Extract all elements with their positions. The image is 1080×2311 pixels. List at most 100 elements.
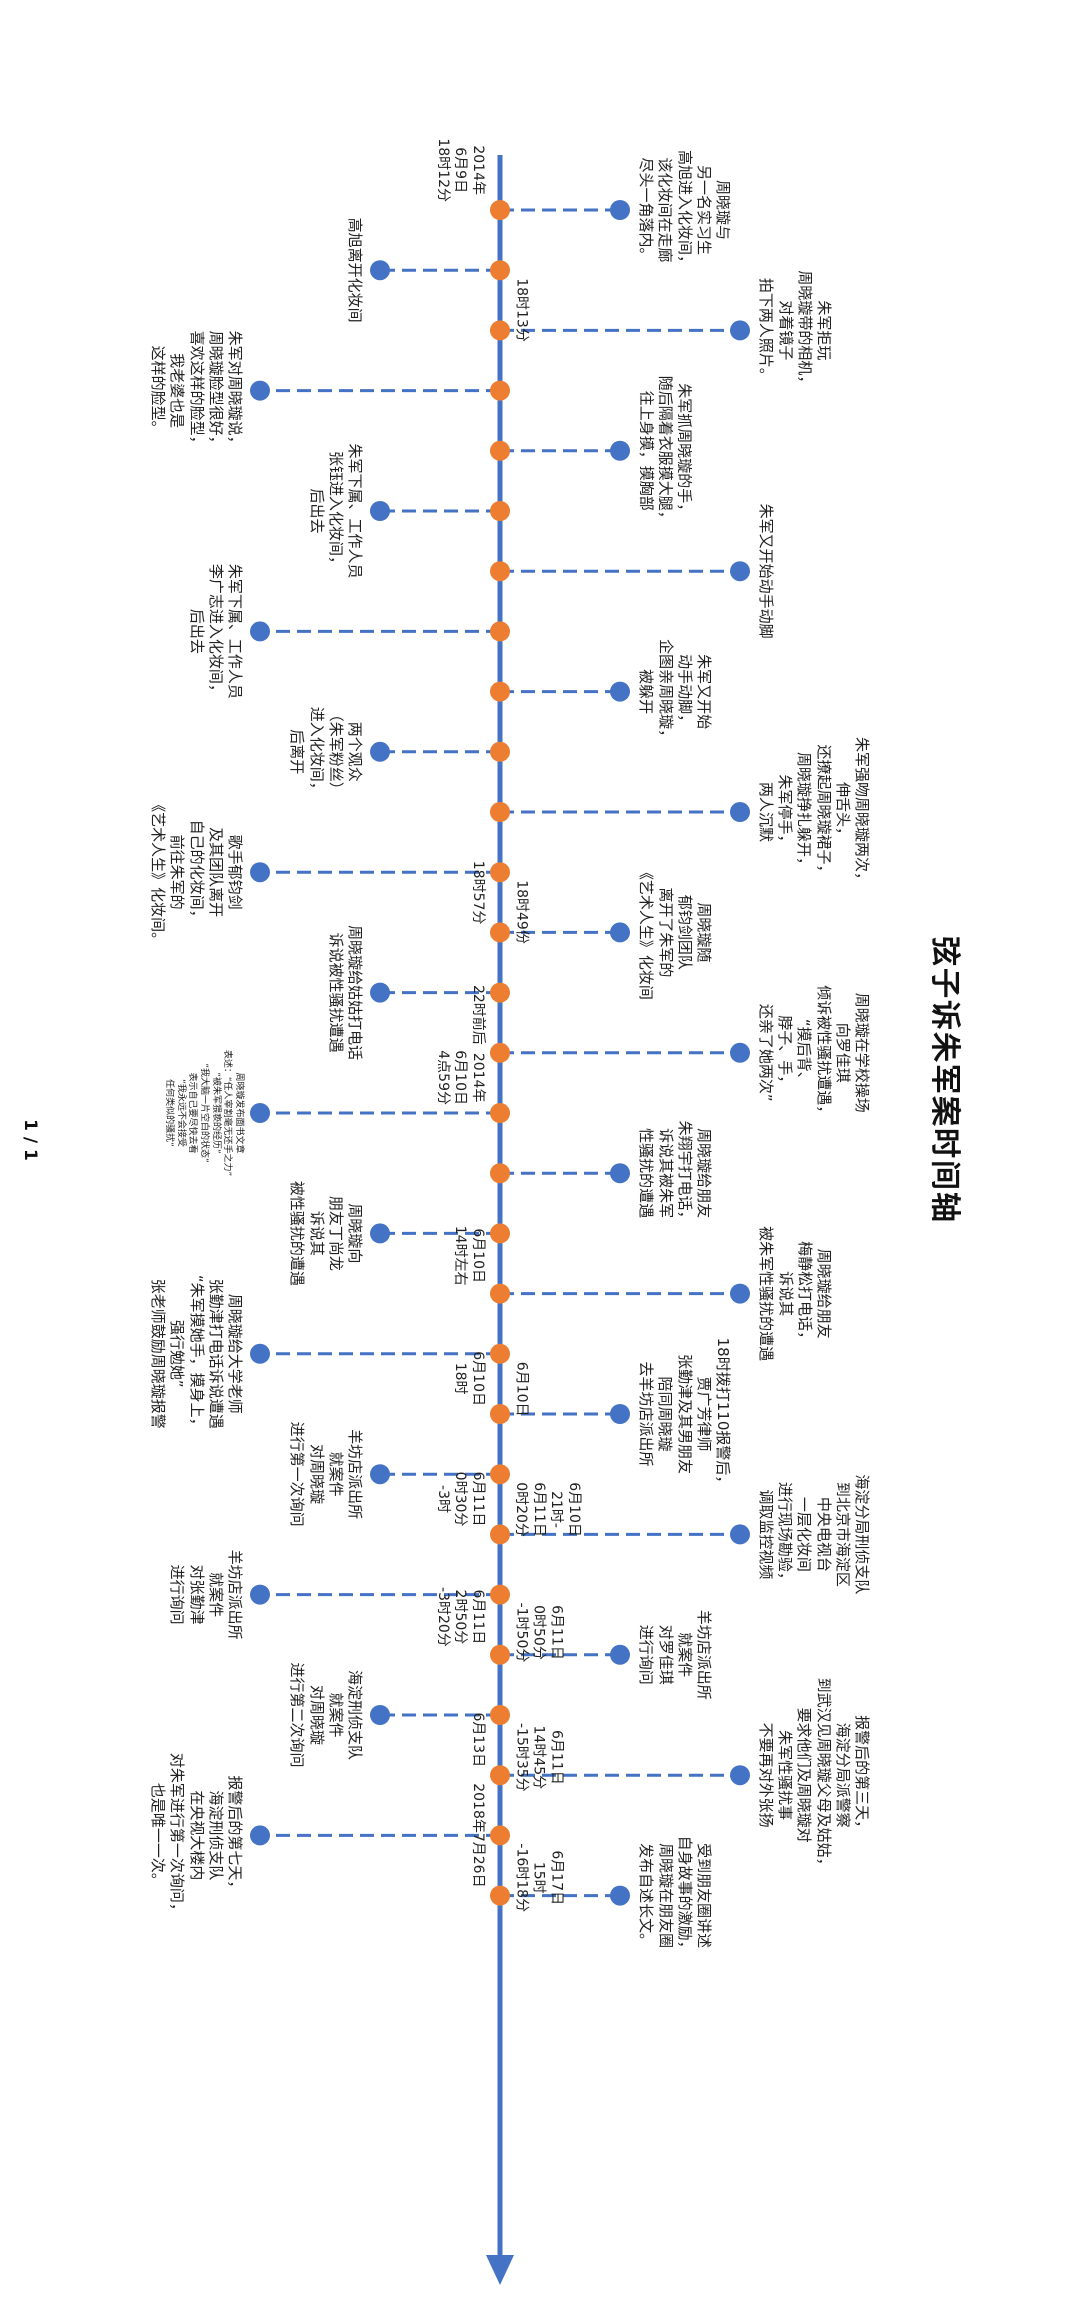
time-label: 2018年7月26日 [470,1783,486,1888]
event-label: 海淀分局刑侦支队 到北京市海淀区 中央电视台 一层化妆间 进行现场勘验， 调取监… [757,1474,872,1595]
event-label: 周晓璇随 郁钧剑团队 离开了朱军的 《艺术人生》化妆间 [637,864,713,1000]
event-label: 周晓璇给朋友 朱翔宇打电话， 诉说其被朱军 性骚扰的遭遇 [637,1120,713,1226]
event-marker [730,320,750,341]
event-marker [250,621,270,642]
event-marker [610,1644,630,1665]
timeline-node [490,1464,510,1485]
timeline-axis-arrow [486,2255,514,2285]
event-label: 周晓璇发布面书文章 表述：“任人宰割毫无还手之力” “被朱军猥亵的经历” “我大… [163,1049,244,1177]
event-label: 朱军下属、工作人员 张钰进入化妆间， 后出去 [307,443,364,579]
page-number: 1 / 1 [20,1119,40,1161]
event-label: 朱军抓周晓璇的手， 随后隔着衣服摸大腿， 往上身摸，摸胸部 [637,375,694,526]
timeline-node [490,982,510,1003]
timeline-node [490,1343,510,1364]
event-marker [610,1404,630,1424]
timeline-node [490,260,510,281]
timeline-node [490,1705,510,1725]
event-label: 周晓璇给朋友 梅静松打电话， 诉说其 被朱军性骚扰的遭遇 [757,1226,833,1362]
event-label: 周晓璇在学校操场 向罗佳琪 倾诉被性骚扰遭遇， “摸后背、 脖子、手， 还亲了她… [757,985,872,1121]
timeline-node [490,1103,510,1123]
timeline-node [490,1524,510,1545]
event-marker [730,1765,750,1786]
timeline-node [490,1644,510,1665]
timeline-node [490,200,510,220]
event-label: 受到朋友圈讲述 自身故事的激励， 周晓璇在朋友圈 发布自述长文。 [637,1835,713,1956]
event-marker [250,862,270,883]
timeline-node [490,621,510,642]
event-label: 朱军又开始 动手动脚， 企图亲周晓璇， 被躲开 [637,639,713,745]
event-marker [610,200,630,220]
event-label: 朱军拒玩 周晓璇带的相机， 对着镜子 拍下两人照片。 [757,270,833,391]
time-label: 6月10日 14时左右 [452,1225,487,1286]
event-label: 高旭离开化妆间 [346,217,364,323]
timeline-node [490,1584,510,1605]
event-marker [370,501,390,521]
event-marker [370,1705,390,1725]
timeline-node [490,501,510,521]
event-label: 周晓璇给姑姑打电话 诉说被性骚扰遭遇 [326,925,364,1061]
timeline-node [490,440,510,461]
timeline-node [490,1283,510,1304]
timeline-node [490,862,510,883]
event-marker [370,1464,390,1485]
time-label: 18时57分 [470,860,486,925]
time-label: 6月13日 [470,1712,486,1768]
time-label: 6月10日 18时 [452,1351,487,1406]
event-marker [610,1163,630,1184]
event-marker [250,1103,270,1123]
timeline-node [490,1223,510,1244]
timeline-node [490,561,510,582]
timeline-node [490,1765,510,1786]
time-label: 6月10日 21时- 6月11日 0时20分 [513,1482,583,1537]
timeline-node [490,1163,510,1184]
timeline-node [490,922,510,943]
event-marker [250,1584,270,1605]
event-marker [610,922,630,943]
event-marker [610,1885,630,1906]
time-label: 6月10日 [513,1361,530,1417]
event-label: 周晓璇与 另一名实习生 高旭进入化妆间， 该化妆间在走廊 尽头一角落内。 [637,149,732,271]
timeline-node [490,320,510,341]
event-label: 两个观众 （朱军粉丝） 进入化妆间， 后离开 [288,706,364,797]
time-label: 2014年 6月9日 18时12分 [435,138,486,202]
event-label: 歌手郁钧剑 及其团队离开 自己的化妆间， 前往朱军的 《艺术人生》化妆间。 [149,797,244,948]
event-label: 报警后的第七天， 海淀刑侦支队 在央视大楼内 对朱军进行第一次询问， 也是唯一一… [149,1752,244,1918]
timeline-node [490,1825,510,1846]
event-label: 海淀刑侦支队 就案件 对周晓璇 进行第二次询问 [288,1662,364,1768]
time-label: 6月11日 14时45分 -15时35分 [513,1723,565,1792]
time-label: 18时13分 [513,278,530,342]
event-marker [250,1825,270,1846]
event-label: 报警后的第三天， 海淀分局派警察 到武汉见周晓璇父母及姑姑， 要求他们及周晓璇对… [757,1677,872,1873]
event-marker [610,440,630,461]
event-marker [370,260,390,281]
timeline-node [490,802,510,822]
event-marker [250,1343,270,1364]
event-marker [730,1524,750,1545]
time-label: 6月11日 2时50分 -3时20分 [435,1587,486,1647]
event-marker [370,741,390,762]
timeline-node [490,1042,510,1063]
timeline-node [490,1885,510,1906]
event-label: 周晓璇给大学老师 张勤津打电话诉说遭遇 “朱军摸她手，摸身上， 强行勉她” 张老… [149,1274,244,1433]
time-label: 2014年 6月10日 4点59分 [435,1050,486,1105]
time-label: 6月17日 15时 -16时18分 [513,1843,565,1913]
event-label: 羊坊店派出所 就案件 对周晓璇 进行第一次询问 [288,1421,364,1527]
event-label: 羊坊店派出所 就案件 对张勤津 进行询问 [168,1549,244,1640]
event-label: 朱军对周晓璇说， 周晓璇脸型很好， 喜欢这样的脸型， 我老婆也是 这样的脸型。 [149,330,244,451]
timeline-node [490,380,510,401]
event-label: 18时拨打110报警后， 贾广芳律师 张勤津及其男朋友 陪同周晓璇 去羊坊店派出… [637,1337,732,1491]
event-label: 朱军下属、工作人员 李广志进入化妆间， 后出去 [187,563,244,699]
timeline-node [490,1404,510,1424]
event-label: 朱军强吻周晓璇两次， 伸舌头， 还撩起周晓璇裙子， 周晓璇挣扎躲开， 朱军停手，… [757,736,872,888]
time-label: 22时前后 [470,984,486,1045]
event-marker [610,681,630,702]
event-marker [370,1223,390,1244]
event-marker [250,380,270,401]
timeline-node [490,741,510,762]
time-label: 18时49份 [513,880,530,944]
event-marker [730,802,750,822]
timeline-node [490,681,510,702]
event-marker [730,1283,750,1304]
